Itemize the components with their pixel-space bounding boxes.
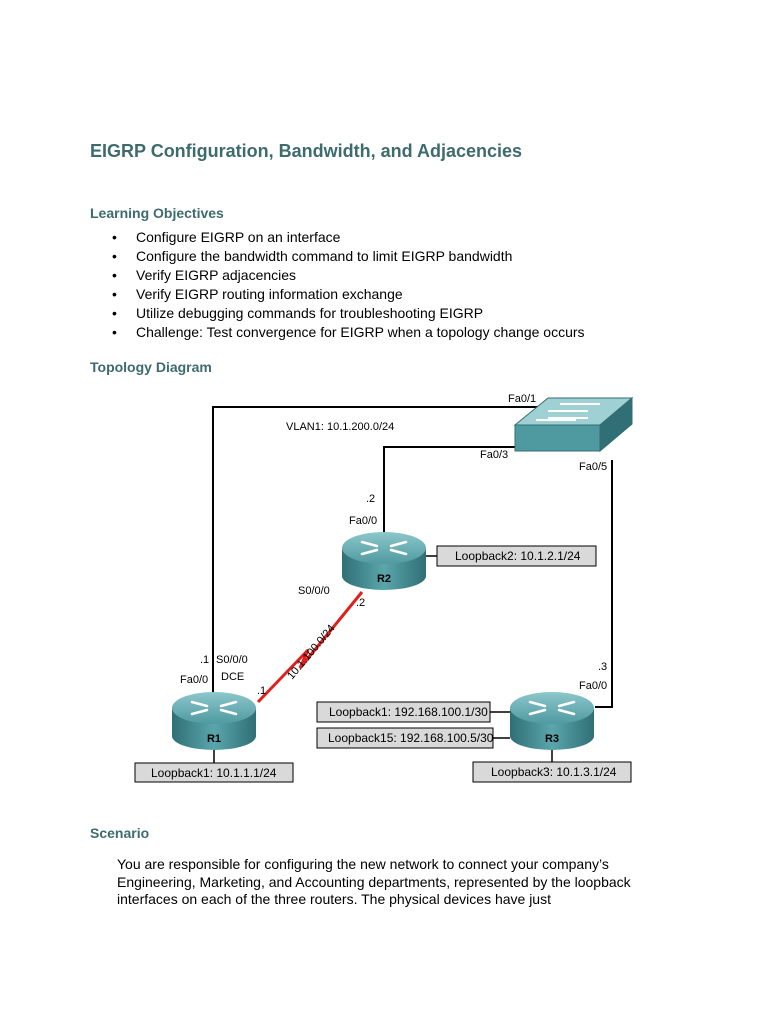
- r1-loopback1-label: Loopback1: 10.1.1.1/24: [151, 766, 277, 780]
- r1-loopback1-box: [134, 762, 294, 783]
- r1-fa-host: .1: [200, 654, 209, 666]
- r2-serial-label: S0/0/0: [298, 585, 330, 597]
- serial-link: [256, 591, 364, 704]
- r2-loopback2-label: Loopback2: 10.1.2.1/24: [455, 549, 581, 563]
- r1-fa-label: Fa0/0: [180, 674, 208, 686]
- router-r2-label: R2: [377, 573, 391, 585]
- switch-fa01-label: Fa0/1: [508, 393, 536, 405]
- router-r1-icon: [172, 692, 256, 750]
- scenario-heading: Scenario: [90, 825, 150, 841]
- switch-icon: [513, 396, 634, 453]
- r3-fa-label: Fa0/0: [579, 680, 607, 692]
- r3-loopback1-label: Loopback1: 192.168.100.1/30: [329, 705, 488, 719]
- scenario-paragraph: You are responsible for configuring the …: [117, 856, 631, 907]
- router-r2-icon: [342, 532, 426, 590]
- list-item: Verify EIGRP routing information exchang…: [112, 285, 585, 304]
- r2-fa-label: Fa0/0: [349, 515, 377, 527]
- r2-fa-host: .2: [366, 493, 375, 505]
- r3-loopback3-label: Loopback3: 10.1.3.1/24: [491, 765, 617, 779]
- link-r1-switch: [212, 406, 540, 700]
- list-item: Utilize debugging commands for troublesh…: [112, 304, 585, 323]
- r2-loopback2-box: [436, 545, 597, 567]
- r3-loopback15-box: [316, 727, 494, 749]
- learning-objectives-heading: Learning Objectives: [90, 205, 224, 221]
- r3-fa-host: .3: [598, 661, 607, 673]
- router-r1-label: R1: [207, 733, 221, 745]
- list-item: Challenge: Test convergence for EIGRP wh…: [112, 323, 585, 342]
- r1-serial-host: .1: [257, 685, 266, 697]
- ethernet-links: [212, 406, 613, 708]
- link-r2-switch: [383, 446, 518, 538]
- router-r3-icon: [510, 692, 594, 750]
- switch-fa03-label: Fa0/3: [480, 449, 508, 461]
- r1-dce-label: DCE: [221, 671, 244, 683]
- r3-loopback1-box: [316, 701, 491, 723]
- link-r3-switch: [595, 460, 613, 708]
- r2-serial-host: .2: [356, 597, 365, 609]
- vlan-label: VLAN1: 10.1.200.0/24: [286, 421, 394, 433]
- list-item: Configure EIGRP on an interface: [112, 228, 585, 247]
- topology-heading: Topology Diagram: [90, 359, 212, 375]
- objectives-list: Configure EIGRP on an interface Configur…: [112, 228, 585, 342]
- loopback-connectors: [213, 555, 553, 763]
- r1-serial-label: S0/0/0: [216, 654, 248, 666]
- switch-fa05-label: Fa0/5: [579, 461, 607, 473]
- page-title: EIGRP Configuration, Bandwidth, and Adja…: [90, 141, 523, 161]
- list-item: Verify EIGRP adjacencies: [112, 266, 585, 285]
- router-r3-label: R3: [545, 733, 559, 745]
- list-item: Configure the bandwidth command to limit…: [112, 247, 585, 266]
- r3-loopback15-label: Loopback15: 192.168.100.5/30: [328, 731, 494, 745]
- serial-network-label: 10.1.100.0/24: [285, 623, 337, 682]
- r3-loopback3-box: [472, 761, 632, 783]
